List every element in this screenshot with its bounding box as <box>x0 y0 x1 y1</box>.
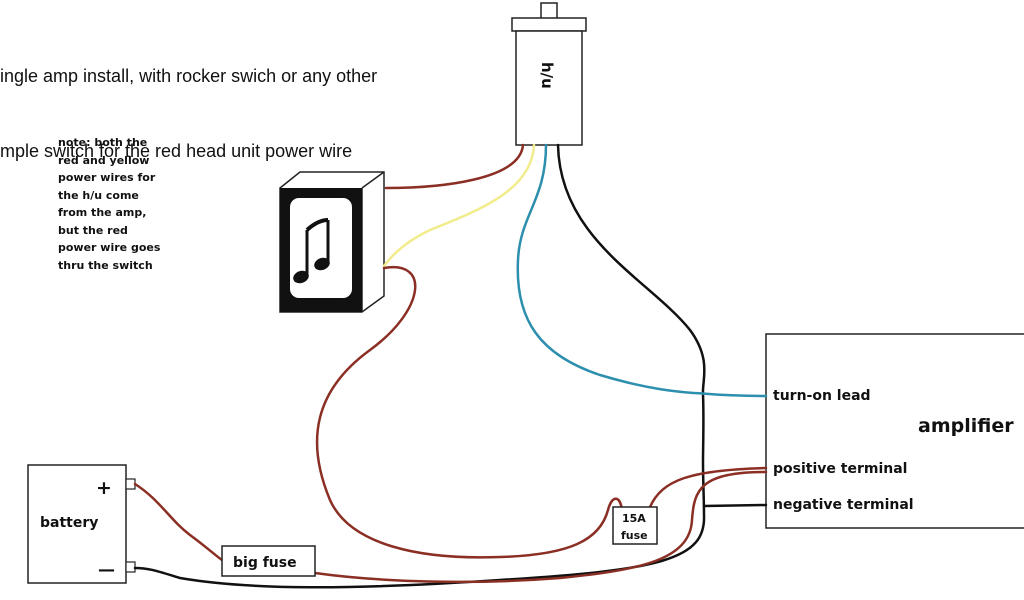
black-wire-negative <box>702 503 768 508</box>
big-fuse: big fuse <box>221 545 316 577</box>
amplifier-label: amplifier <box>918 415 1014 437</box>
battery-positive-post <box>125 478 136 490</box>
battery-label: battery <box>40 515 98 531</box>
red-wire-bigfuse-amp <box>313 470 768 584</box>
note-line: red and yellow <box>58 153 150 167</box>
red-wire-hu-switch <box>384 143 525 190</box>
yellow-wire <box>382 143 536 268</box>
title-line-1: ingle amp install, with rocker swich or … <box>0 66 378 86</box>
small-fuse-box <box>612 506 658 545</box>
amplifier-box <box>765 333 1024 529</box>
battery-box <box>27 464 127 584</box>
red-wire-battery-bigfuse <box>133 482 224 562</box>
note-line: note: both the <box>58 136 148 149</box>
title-line-2: mple switch for the red head unit power … <box>0 141 353 161</box>
red-wire-switch-amp <box>315 265 624 559</box>
positive-terminal-label: positive terminal <box>773 461 907 477</box>
small-fuse: 15A fuse <box>612 506 658 545</box>
blue-wire <box>516 143 768 398</box>
note-line: power wires for <box>58 171 156 184</box>
amplifier: amplifier turn-on lead positive terminal… <box>765 333 1024 529</box>
head-unit: h/u <box>511 2 587 146</box>
head-unit-body <box>515 30 583 146</box>
battery: battery + — <box>27 464 136 584</box>
wires <box>133 143 768 589</box>
wiring-note: note: both the red and yellow power wire… <box>58 134 160 274</box>
big-fuse-box <box>221 545 316 577</box>
note-line: from the amp, <box>58 206 147 219</box>
head-unit-label: h/u <box>538 62 556 89</box>
note-line: the h/u come <box>58 188 139 202</box>
red-wire-fuse-positive <box>648 466 768 509</box>
battery-plus-sign: + <box>96 477 112 499</box>
negative-terminal-label: negative terminal <box>773 497 914 513</box>
black-wire <box>133 143 706 589</box>
note-line: power wire goes <box>58 241 161 254</box>
music-note-icon <box>293 218 330 284</box>
note-line: thru the switch <box>58 258 153 272</box>
small-fuse-rating: 15A <box>622 512 646 525</box>
battery-negative-post <box>125 561 136 573</box>
turn-on-lead-label: turn-on lead <box>773 388 871 404</box>
battery-minus-sign: — <box>98 560 115 580</box>
small-fuse-label: fuse <box>621 529 648 542</box>
note-line: but the red <box>58 223 128 237</box>
diagram-title: ingle amp install, with rocker swich or … <box>0 14 377 189</box>
big-fuse-label: big fuse <box>233 555 297 571</box>
rocker-switch <box>279 171 385 313</box>
head-unit-faceplate <box>511 17 587 32</box>
